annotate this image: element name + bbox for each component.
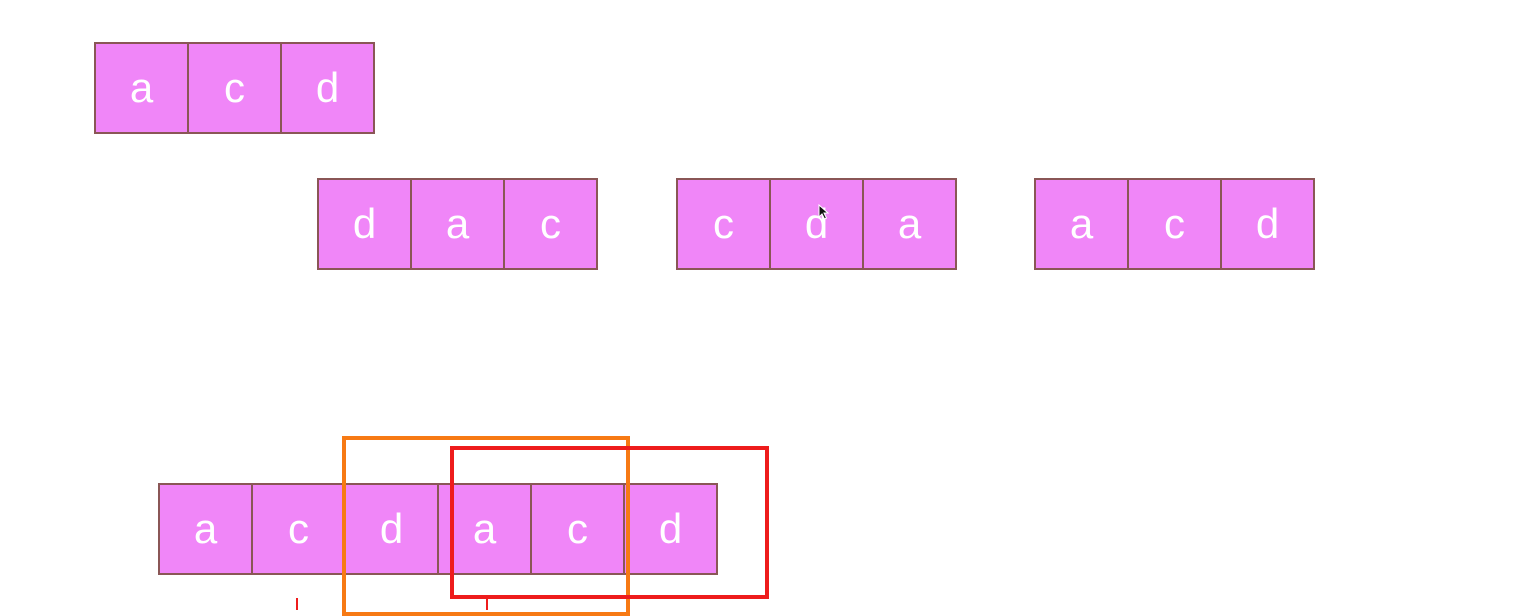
letter-cell: d — [623, 483, 718, 575]
letter-cell: d — [344, 483, 439, 575]
red-tick-mark-left — [296, 598, 298, 610]
letter-cell: d — [769, 178, 864, 270]
mouse-pointer-icon — [818, 204, 830, 220]
letter-cell: d — [317, 178, 412, 270]
letter-cell: d — [280, 42, 375, 134]
letter-cell: d — [1220, 178, 1315, 270]
letter-cell: a — [410, 178, 505, 270]
red-tick-mark-right — [486, 598, 488, 610]
letter-cell: c — [503, 178, 598, 270]
letter-cell: c — [187, 42, 282, 134]
letter-cell: a — [1034, 178, 1129, 270]
letter-cell: c — [1127, 178, 1222, 270]
letter-cell: c — [676, 178, 771, 270]
letter-cell: c — [251, 483, 346, 575]
letter-cell: a — [94, 42, 189, 134]
letter-cell: a — [158, 483, 253, 575]
letter-cell: a — [862, 178, 957, 270]
letter-cell: a — [437, 483, 532, 575]
letter-cell: c — [530, 483, 625, 575]
